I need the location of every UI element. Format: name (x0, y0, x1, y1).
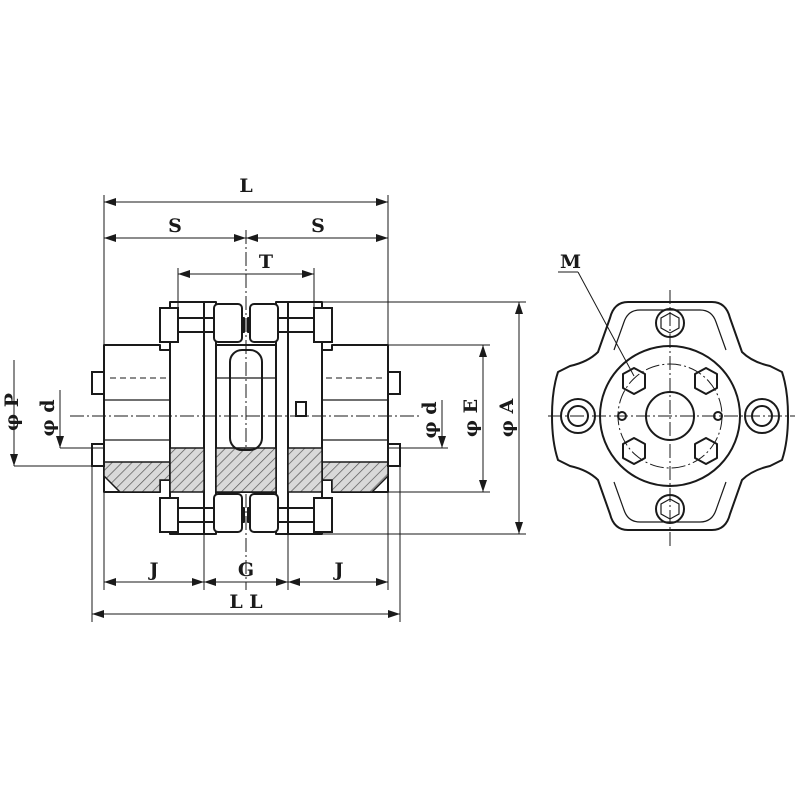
label-phid-left: φ d (37, 399, 59, 436)
front-hub-circle (599, 345, 741, 487)
front-nut-left (560, 398, 596, 434)
left-hub (103, 344, 171, 493)
lower-bolt-left (159, 493, 245, 533)
front-nut-right (744, 398, 780, 434)
label-T: T (259, 251, 273, 273)
label-S-right: S (311, 215, 325, 237)
front-pin-hole-left (617, 411, 627, 421)
label-G: G (238, 559, 254, 581)
label-phiP: φ P (1, 393, 23, 431)
front-hex-bolt-ul (622, 367, 646, 395)
front-view: M (548, 251, 795, 548)
front-bolt-top (655, 308, 685, 338)
dimension-L (103, 195, 389, 345)
right-hub-screws (387, 371, 401, 467)
side-view: L S S T J G J L L φ P φ d φ d φ E φ A (1, 175, 526, 622)
label-phiA: φ A (496, 398, 518, 437)
dimension-phiP-phid-left (10, 360, 104, 467)
label-S-left: S (168, 215, 182, 237)
dimension-J-G-J (103, 492, 389, 590)
right-hub (321, 344, 389, 493)
label-phiE: φ E (460, 399, 482, 437)
label-J-right: J (333, 559, 344, 581)
front-hex-bolt-ur (694, 367, 718, 395)
front-hex-bolt-lr (694, 437, 718, 465)
label-LL: L L (229, 591, 262, 613)
dimension-T (177, 268, 315, 318)
front-bolt-bottom (655, 494, 685, 524)
label-L: L (239, 175, 252, 197)
front-hex-bolt-ll (622, 437, 646, 465)
center-spacer (215, 344, 277, 493)
front-outer-flange (551, 301, 789, 531)
label-M: M (560, 251, 581, 273)
dimension-S (104, 234, 388, 242)
retaining-screw (295, 401, 307, 417)
left-hub-screws (91, 371, 105, 467)
dimension-phid-right (388, 400, 448, 449)
dimension-phiA (322, 301, 526, 535)
label-J-left: J (148, 559, 159, 581)
upper-bolt-left (159, 303, 245, 343)
leader-M (558, 271, 635, 377)
label-phid-right: φ d (419, 401, 441, 438)
front-pin-hole-right (713, 411, 723, 421)
front-bore (645, 391, 695, 441)
lower-bolt-right (247, 493, 333, 533)
upper-bolt-right (247, 303, 333, 343)
dimension-phiE (388, 344, 490, 493)
